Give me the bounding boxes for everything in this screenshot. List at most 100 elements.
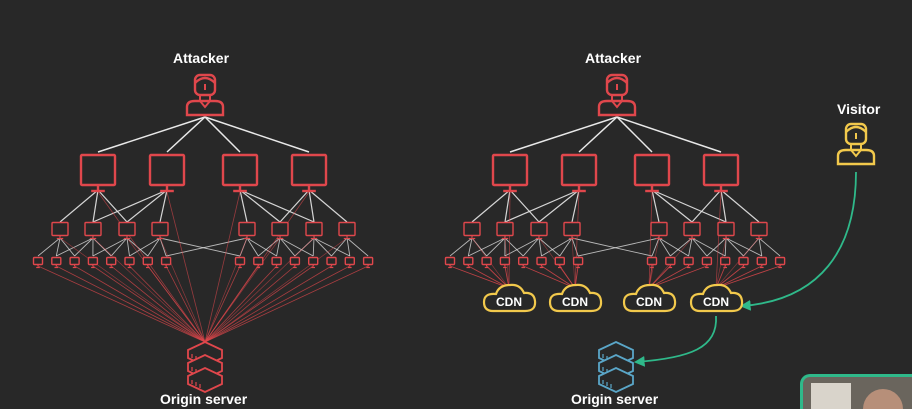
left-attack-traffic-line [204, 265, 277, 343]
right-bot-monitor-tiny-7 [554, 256, 565, 269]
left-attacker-link-1 [97, 116, 206, 153]
cdn-to-origin-path [633, 315, 717, 367]
left-l1-l2-link [159, 189, 168, 223]
right-attack-traffic-line [715, 237, 760, 289]
left-attack-traffic-line [129, 265, 206, 343]
left-l1-l2-link [279, 189, 310, 223]
right-l2-l3-link [522, 237, 540, 257]
left-l2-l3-link [147, 237, 161, 257]
right-l2-l3-link [670, 237, 693, 257]
right-l2-l3-link [486, 237, 506, 257]
left-attack-traffic-line [159, 237, 206, 343]
left-bot-monitor-tiny-4 [87, 256, 99, 269]
left-bot-monitor-tiny-10 [253, 256, 264, 269]
cdn-cloud-3: CDN [622, 283, 677, 313]
right-attacker-link-4 [616, 116, 722, 153]
left-l1-l2-link [308, 189, 315, 223]
right-attack-traffic-line [715, 265, 762, 289]
left-l1-l2-link [239, 189, 248, 223]
right-l1-l2-link [651, 189, 693, 223]
right-bot-monitor-2 [560, 153, 598, 193]
right-l2-l3-link [691, 237, 708, 257]
right-l2-l3-link [758, 237, 781, 257]
right-l2-l3-link [541, 237, 573, 257]
left-bot-monitor-small-6 [271, 221, 289, 240]
left-attack-traffic-line [204, 237, 348, 343]
left-l2-l3-link [126, 237, 130, 257]
left-l2-l3-link [279, 237, 296, 257]
left-origin-server-icon [187, 341, 223, 393]
left-l2-l3-link [37, 237, 61, 257]
right-attack-traffic-line [541, 265, 576, 289]
right-bot-monitor-tiny-3 [481, 256, 492, 269]
left-l1-l2-link [239, 189, 315, 223]
left-attack-traffic-line [165, 265, 206, 343]
left-l2-l3-link [110, 237, 128, 257]
right-attacker-link-2 [578, 116, 618, 153]
left-attack-traffic-line [166, 191, 206, 343]
right-l1-l2-link [504, 189, 511, 223]
right-attacker-link-3 [616, 116, 653, 153]
right-origin-server-label: Origin server [571, 391, 659, 407]
right-l2-l3-link [467, 237, 473, 257]
left-bot-monitor-tiny-3 [69, 256, 80, 269]
left-bot-monitor-tiny-6 [124, 256, 135, 269]
right-l1-l2-link [691, 189, 722, 223]
svg-text:CDN: CDN [703, 295, 729, 309]
right-l2-l3-link [688, 237, 693, 257]
right-attack-traffic-line [449, 265, 510, 289]
right-bot-monitor-tiny-9 [646, 256, 658, 269]
right-l1-l2-link [509, 189, 540, 223]
right-l2-l3-link [725, 237, 763, 257]
left-attacker-link-2 [166, 116, 206, 153]
left-l2-l3-link [276, 237, 281, 257]
left-bot-monitor-tiny-8 [160, 256, 172, 269]
left-attack-traffic-line [204, 265, 314, 343]
left-l2-l3-link [279, 237, 314, 257]
right-l1-l2-link [651, 189, 660, 223]
left-attack-traffic-line [204, 265, 241, 343]
right-attacker-label: Attacker [585, 50, 642, 66]
left-bot-monitor-small-2 [84, 221, 102, 240]
left-attacker-link-3 [204, 116, 241, 153]
webcam-background [811, 383, 851, 409]
right-bot-monitor-tiny-13 [720, 256, 731, 269]
right-bot-monitor-small-4 [563, 221, 581, 240]
left-bot-monitor-small-4 [151, 221, 169, 240]
right-bot-monitor-tiny-12 [701, 256, 713, 269]
left-l2-l3-link [92, 237, 128, 257]
right-l2-l3-link [706, 237, 727, 257]
right-l2-l3-link [449, 237, 473, 257]
right-bot-monitor-tiny-11 [683, 256, 694, 269]
left-l2-l3-link [346, 237, 369, 257]
left-bot-monitor-4 [290, 153, 328, 193]
right-l2-l3-link [571, 237, 653, 257]
right-l2-l3-link [724, 237, 727, 257]
right-l2-l3-link [571, 237, 579, 257]
left-bot-monitor-small-5 [238, 221, 256, 240]
right-bot-monitor-tiny-4 [499, 256, 511, 269]
right-l2-l3-link [725, 237, 744, 257]
right-bot-monitor-4 [702, 153, 740, 193]
right-attack-traffic-line [486, 265, 510, 289]
svg-text:CDN: CDN [496, 295, 522, 309]
right-l2-l3-link [691, 237, 726, 257]
right-bot-monitor-tiny-2 [463, 256, 474, 269]
left-attack-traffic-line [59, 237, 206, 343]
right-l2-l3-link [559, 237, 573, 257]
left-bot-monitor-tiny-13 [308, 256, 319, 269]
right-l2-l3-link [504, 237, 540, 257]
left-bot-monitor-tiny-9 [234, 256, 246, 269]
visitor-label: Visitor [837, 101, 881, 117]
visitor-icon [836, 122, 876, 166]
right-attacker-link-1 [509, 116, 618, 153]
left-l2-l3-link [166, 237, 248, 257]
left-attack-traffic-line [37, 265, 206, 343]
right-l2-l3-link [658, 237, 671, 257]
left-attack-traffic-line [126, 237, 206, 343]
left-bot-monitor-tiny-12 [289, 256, 301, 269]
right-bot-monitor-small-2 [496, 221, 514, 240]
left-l1-l2-link [239, 189, 281, 223]
left-l1-l2-link [97, 189, 128, 223]
left-bot-monitor-small-1 [51, 221, 69, 240]
